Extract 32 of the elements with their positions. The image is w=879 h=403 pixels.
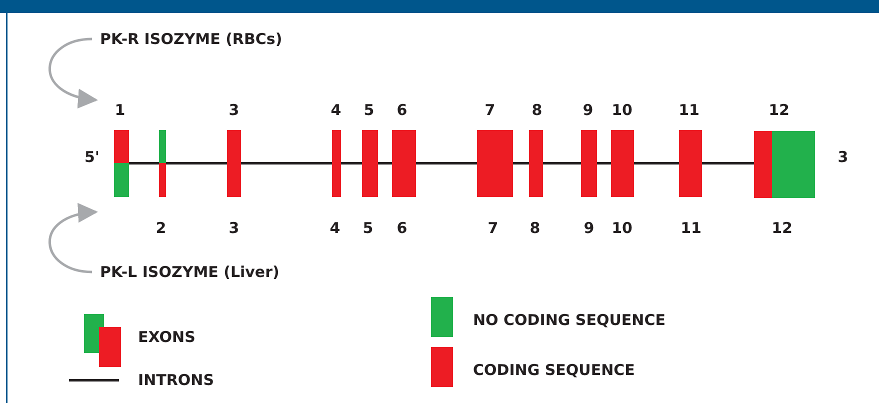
exon-number: 10 <box>612 101 632 119</box>
legend-text: EXONS <box>138 328 196 346</box>
strand-end-label: 5' <box>84 148 100 166</box>
exon-number: 6 <box>396 101 408 119</box>
legend-text: NO CODING SEQUENCE <box>473 311 666 329</box>
exon-number: 11 <box>680 219 702 237</box>
exon-number: 8 <box>530 219 540 237</box>
exon-number: 5 <box>362 219 374 237</box>
exon-number: 10 <box>612 219 632 237</box>
exon-number: 7 <box>488 219 498 237</box>
isozyme-label: PK-L ISOZYME (Liver) <box>100 263 280 281</box>
legend-text: CODING SEQUENCE <box>473 361 635 379</box>
exon-number: 3 <box>228 219 240 237</box>
exon-number: 5 <box>364 101 374 119</box>
exon-number: 4 <box>330 101 342 119</box>
curved-arrow <box>48 204 98 274</box>
curved-arrow <box>48 38 98 108</box>
exon-number: 3 <box>228 101 240 119</box>
exon-number: 9 <box>582 101 594 119</box>
strand-end-label: 3 <box>838 148 848 166</box>
exon-number: 1 <box>114 101 126 119</box>
exon-number: 12 <box>768 101 790 119</box>
exon-number: 12 <box>772 219 792 237</box>
exon-number: 7 <box>484 101 496 119</box>
exon-number: 11 <box>678 101 700 119</box>
exon-number: 8 <box>532 101 542 119</box>
legend-text: INTRONS <box>138 371 214 389</box>
exon-number: 2 <box>156 219 166 237</box>
exon-number: 6 <box>396 219 408 237</box>
exon-number: 4 <box>330 219 340 237</box>
exon-number: 9 <box>584 219 594 237</box>
isozyme-label: PK-R ISOZYME (RBCs) <box>100 30 282 48</box>
